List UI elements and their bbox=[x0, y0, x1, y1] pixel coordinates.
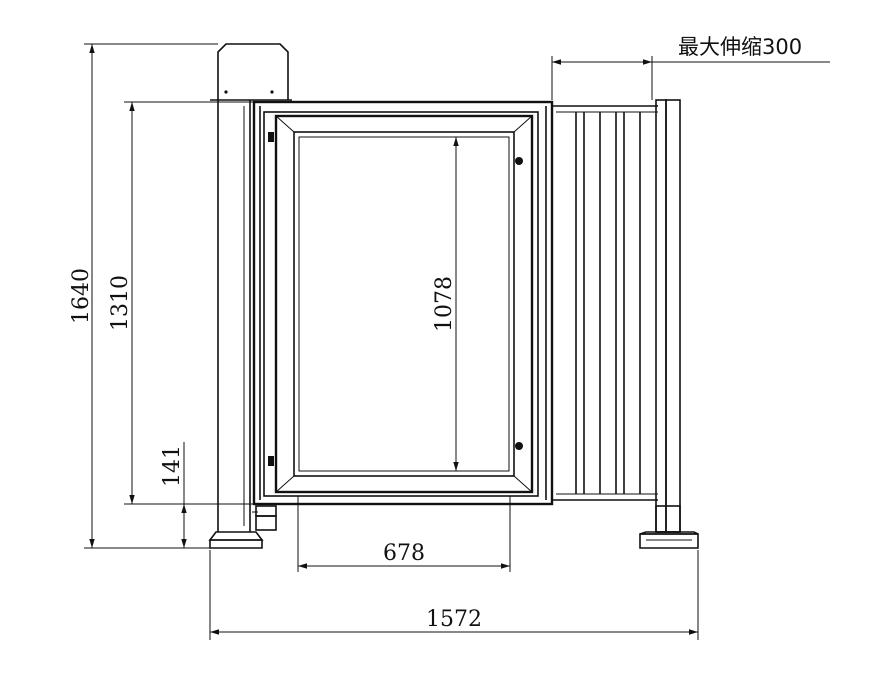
gate-panel bbox=[252, 100, 554, 506]
telescopic-extension bbox=[552, 105, 658, 501]
dim-overall-height: 1640 bbox=[69, 43, 218, 549]
label-1572: 1572 bbox=[426, 607, 482, 632]
dim-frame-height: 1310 bbox=[108, 101, 254, 505]
label-1078: 1078 bbox=[432, 276, 457, 332]
label-1310: 1310 bbox=[108, 275, 133, 331]
dim-max-extension: 最大伸缩300 bbox=[551, 35, 830, 100]
label-1640: 1640 bbox=[69, 268, 94, 324]
left-post bbox=[208, 43, 292, 549]
dim-bottom-clearance: 141 bbox=[160, 442, 254, 548]
dim-panel-height: 1078 bbox=[432, 137, 459, 471]
label-678: 678 bbox=[383, 541, 425, 566]
dim-panel-width: 678 bbox=[297, 496, 511, 572]
label-141: 141 bbox=[160, 445, 185, 487]
dim-overall-width: 1572 bbox=[209, 550, 699, 640]
right-post bbox=[639, 99, 699, 549]
label-max-extension: 最大伸缩300 bbox=[678, 35, 802, 59]
